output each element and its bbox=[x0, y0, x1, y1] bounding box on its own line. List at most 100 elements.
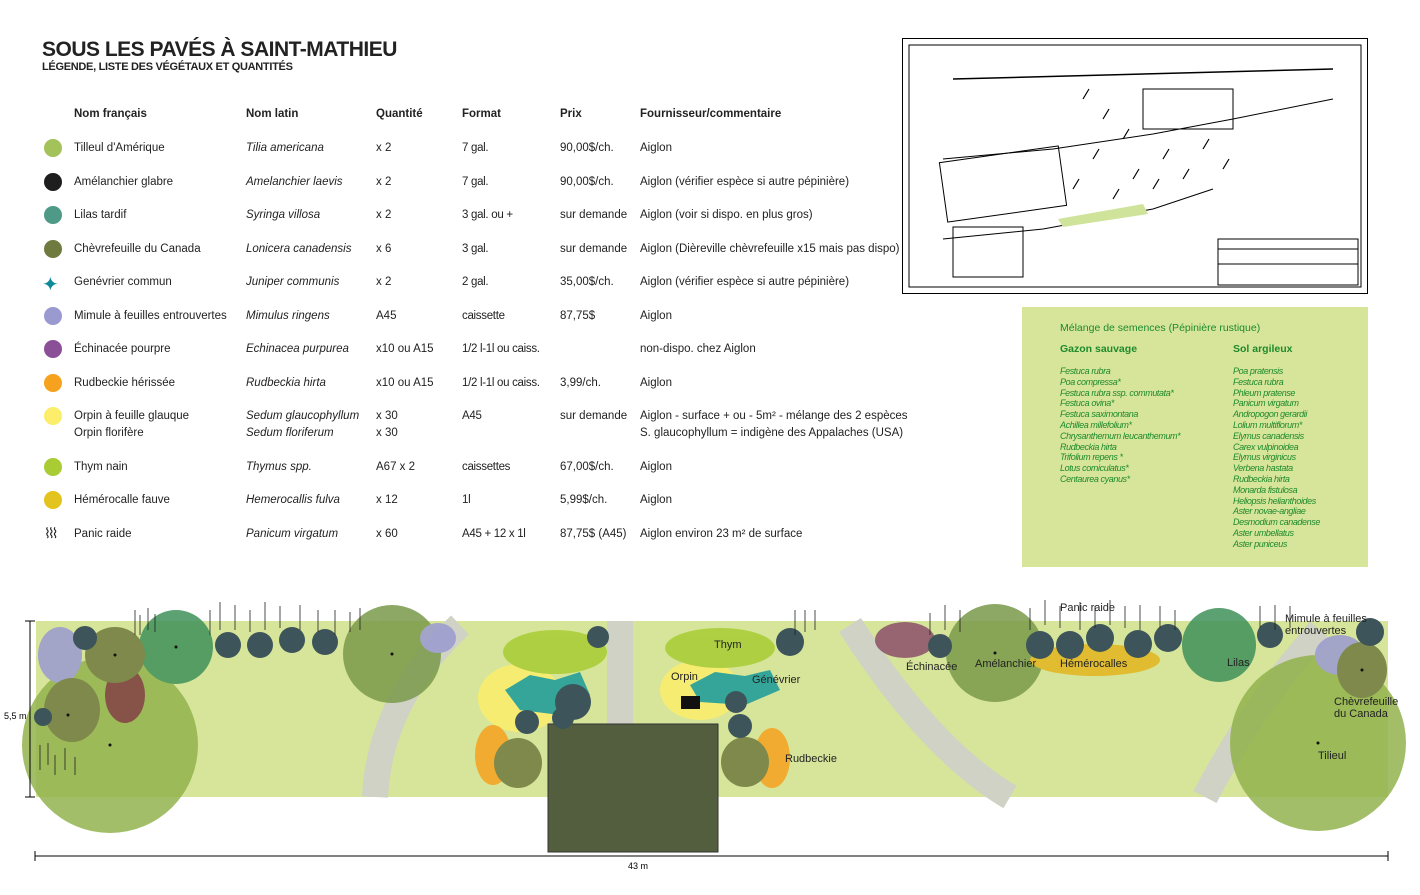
genevrier-east bbox=[690, 670, 780, 705]
cell-q2: x 30 bbox=[376, 427, 398, 439]
cell-c: Aiglon bbox=[640, 494, 672, 506]
label-lilas: Lilas bbox=[1227, 657, 1250, 669]
seed-species: Festuca rubra ssp. commutata* bbox=[1060, 387, 1174, 398]
cell-la: Rudbeckia hirta bbox=[246, 377, 326, 389]
lilas-east bbox=[1182, 608, 1256, 682]
cell-fr2: Orpin florifère bbox=[74, 427, 144, 439]
seed-col1-heading: Gazon sauvage bbox=[1060, 343, 1138, 355]
echinacee-east bbox=[875, 622, 935, 658]
thym-east bbox=[665, 628, 775, 668]
seed-col2-heading: Sol argileux bbox=[1233, 343, 1293, 355]
label-chevrefeuille-2: du Canada bbox=[1334, 708, 1389, 720]
cell-c: Aiglon bbox=[640, 377, 672, 389]
cell-q: x10 ou A15 bbox=[376, 343, 434, 355]
seed-species: Lolium multiflorum* bbox=[1233, 419, 1302, 430]
seed-species: Desmodium canadense bbox=[1233, 517, 1320, 528]
cell-p: 87,75$ (A45) bbox=[560, 528, 627, 540]
cell-q: x 12 bbox=[376, 494, 398, 506]
cell-q: x 2 bbox=[376, 209, 392, 221]
chevrefeuille bbox=[721, 737, 769, 787]
seed-species: Poa pratensis bbox=[1233, 366, 1283, 376]
cell-f: caissette bbox=[462, 310, 505, 322]
cell-p: sur demande bbox=[560, 410, 628, 422]
cell-q: x 2 bbox=[376, 276, 392, 288]
cell-c2: S. glaucophyllum = indigène des Appalach… bbox=[640, 427, 904, 439]
cell-c: Aiglon (Dièreville chèvrefeuille x15 mai… bbox=[640, 243, 900, 255]
grass-icon: ⌇⌇⌇ bbox=[44, 525, 58, 541]
seed-species: Heliopsis helianthoides bbox=[1233, 495, 1316, 506]
panic-clumps bbox=[34, 618, 1384, 738]
cell-f: caissettes bbox=[462, 461, 511, 473]
cell-c: Aiglon (vérifier espèce si autre pépiniè… bbox=[640, 176, 850, 188]
legend-color-swatch bbox=[44, 307, 62, 325]
cell-fr: Échinacée pourpre bbox=[74, 343, 171, 355]
thym-west bbox=[503, 630, 607, 674]
seed-species: Phleum pratense bbox=[1233, 387, 1296, 398]
cell-la: Echinacea purpurea bbox=[246, 343, 349, 355]
cell-p: 87,75$ bbox=[560, 310, 596, 322]
cell-p: sur demande bbox=[560, 243, 628, 255]
height-dimension: 5,5 m bbox=[4, 711, 27, 721]
label-chevrefeuille: Chèvrefeuille bbox=[1334, 696, 1398, 708]
cell-f: 1/2 l-1l ou caiss. bbox=[462, 343, 540, 355]
seed-species: Verbena hastata bbox=[1233, 463, 1293, 474]
cell-p: 5,99$/ch. bbox=[560, 494, 608, 506]
cell-la: Tilia americana bbox=[246, 142, 324, 154]
dimension-lines bbox=[25, 620, 1389, 861]
cell-p: 90,00$/ch. bbox=[560, 176, 614, 188]
cell-fr: Hémérocalle fauve bbox=[74, 494, 170, 506]
cell-la: Lonicera canadensis bbox=[246, 243, 352, 255]
cell-la2: Sedum floriferum bbox=[246, 427, 334, 439]
cell-la: Amelanchier laevis bbox=[246, 176, 343, 188]
cell-fr: Chèvrefeuille du Canada bbox=[74, 243, 201, 255]
cell-fr: Thym nain bbox=[74, 461, 128, 473]
chevrefeuille bbox=[44, 678, 100, 742]
cell-la: Sedum glaucophyllum bbox=[246, 410, 360, 422]
cell-la: Syringa villosa bbox=[246, 209, 321, 221]
seed-species: Rudbeckia hirta bbox=[1233, 473, 1290, 484]
mimule-west bbox=[38, 627, 82, 683]
cell-fr: Lilas tardif bbox=[74, 209, 127, 221]
site-plan-drawing bbox=[908, 44, 1362, 288]
legend-color-swatch bbox=[44, 139, 62, 157]
mimule-center bbox=[420, 623, 456, 653]
building bbox=[547, 723, 719, 853]
cell-fr: Genévrier commun bbox=[74, 276, 172, 288]
cell-q: x 2 bbox=[376, 176, 392, 188]
page-title: SOUS LES PAVÉS À SAINT-MATHIEU bbox=[42, 38, 397, 61]
label-panic-raide: Panic raide bbox=[1060, 602, 1115, 614]
legend-color-swatch bbox=[44, 374, 62, 392]
cell-f: 7 gal. bbox=[462, 176, 489, 188]
chevrefeuille bbox=[494, 738, 542, 788]
cell-f: 1l bbox=[462, 494, 471, 506]
label-orpin: Orpin bbox=[671, 671, 698, 683]
cell-p: 67,00$/ch. bbox=[560, 461, 614, 473]
seed-species: Monarda fistulosa bbox=[1233, 484, 1298, 495]
column-header: Prix bbox=[560, 108, 582, 120]
cell-la: Hemerocallis fulva bbox=[246, 494, 340, 506]
legend-color-swatch bbox=[44, 206, 62, 224]
cell-c: Aiglon (vérifier espèce si autre pépiniè… bbox=[640, 276, 850, 288]
planting-plan: Panic raide Mimule à feuilles entrouvert… bbox=[4, 600, 1406, 871]
cell-q: x 2 bbox=[376, 142, 392, 154]
legend-color-swatch bbox=[44, 407, 62, 425]
cell-fr: Tilleul d'Amérique bbox=[74, 142, 165, 154]
cell-f: A45 bbox=[462, 410, 482, 422]
seed-species: Elymus canadensis bbox=[1233, 430, 1304, 441]
marker-square bbox=[681, 696, 700, 709]
column-header: Fournisseur/commentaire bbox=[640, 108, 782, 120]
cell-q: x 30 bbox=[376, 410, 398, 422]
cell-p: 35,00$/ch. bbox=[560, 276, 614, 288]
label-hemerocalles: Hémérocalles bbox=[1060, 658, 1128, 670]
label-thym: Thym bbox=[714, 639, 742, 651]
legend-color-swatch bbox=[44, 458, 62, 476]
seed-species: Festuca ovina* bbox=[1060, 398, 1114, 409]
seed-species: Trifolium repens * bbox=[1060, 452, 1123, 463]
seed-species: Elymus virginicus bbox=[1233, 452, 1296, 463]
cell-f: 7 gal. bbox=[462, 142, 489, 154]
seed-species: Festuca rubra bbox=[1233, 376, 1284, 387]
cell-q: x 60 bbox=[376, 528, 398, 540]
cell-la: Thymus spp. bbox=[246, 461, 312, 473]
column-header: Quantité bbox=[376, 108, 423, 120]
